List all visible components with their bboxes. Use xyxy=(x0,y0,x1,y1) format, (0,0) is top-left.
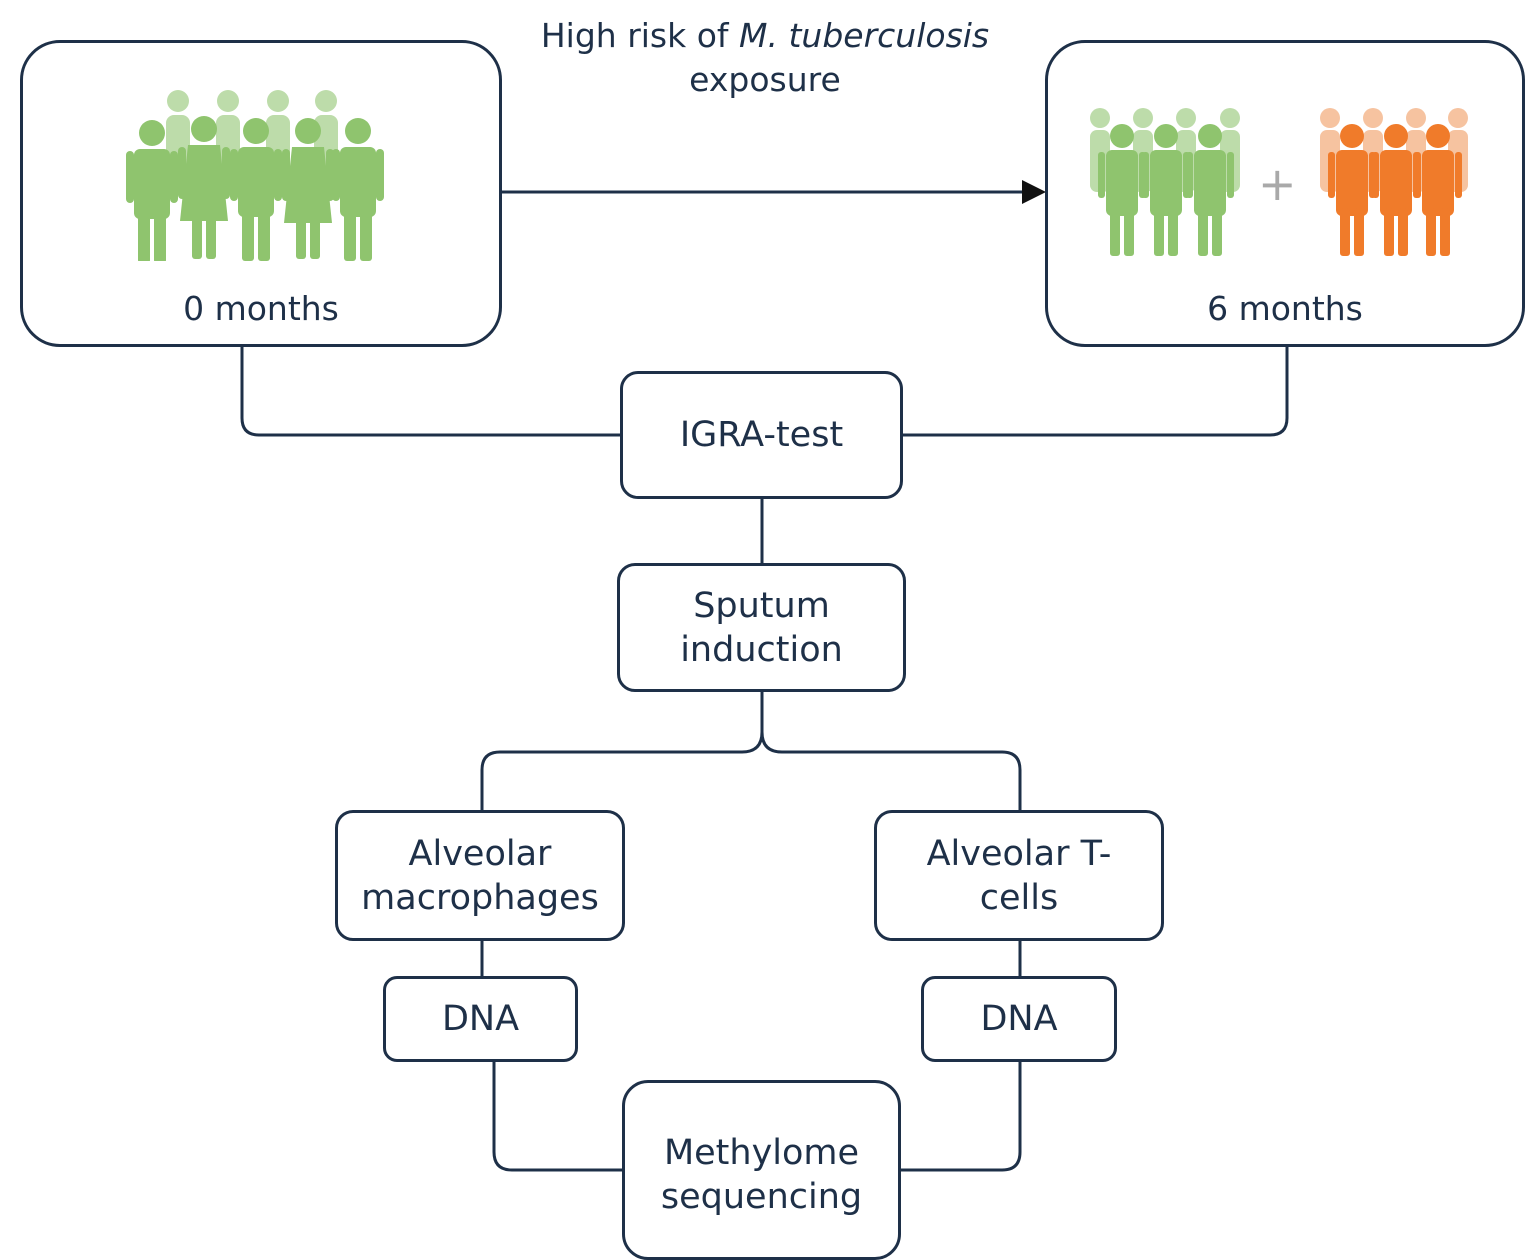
cohort-followup-box: + 6 months xyxy=(1045,40,1525,347)
sputum-label-line2: induction xyxy=(680,629,843,670)
dna-right-label: DNA xyxy=(980,999,1058,1039)
macrophages-label-line2: macrophages xyxy=(361,877,599,918)
title-text: High risk of xyxy=(540,16,740,55)
followup-label: 6 months xyxy=(1207,289,1363,328)
sputum-induction-box: Sputum induction xyxy=(617,563,906,692)
cohort-baseline-box: 0 months xyxy=(20,40,502,347)
dna-left-label: DNA xyxy=(441,999,520,1039)
methylome-sequencing-box: Methylome sequencing xyxy=(622,1080,901,1260)
plus-sign: + xyxy=(1258,157,1297,211)
dna-left-box: DNA xyxy=(383,976,578,1062)
line-end-to-igra xyxy=(902,346,1289,437)
dna-right-box: DNA xyxy=(921,976,1117,1062)
igra-test-label: IGRA-test xyxy=(679,415,844,455)
baseline-label: 0 months xyxy=(183,289,339,328)
methylome-label-line2: sequencing xyxy=(660,1177,863,1217)
line-start-to-igra xyxy=(240,346,622,437)
arrowhead-icon xyxy=(1022,180,1046,204)
alveolar-t-cells-box: Alveolar T- cells xyxy=(874,810,1164,941)
line-sputum-split xyxy=(480,690,764,812)
people-group-orange-icon xyxy=(1320,108,1468,256)
line-dna-right-to-methyl xyxy=(898,1060,1022,1172)
people-group-green-icon xyxy=(126,90,384,261)
people-group-green-icon xyxy=(1090,108,1240,256)
title-line2: exposure xyxy=(689,60,841,99)
line-dna-left-to-methyl xyxy=(492,1060,625,1172)
t-cells-label-line1: Alveolar T- xyxy=(926,833,1112,874)
diagram-title: High risk of M. tuberculosis exposure xyxy=(480,14,1050,102)
macrophages-label-line1: Alveolar xyxy=(408,833,552,874)
igra-test-box: IGRA-test xyxy=(620,371,903,499)
t-cells-label-line2: cells xyxy=(979,877,1059,918)
methylome-label-line1: Methylome xyxy=(663,1133,860,1173)
alveolar-macrophages-box: Alveolar macrophages xyxy=(335,810,625,941)
title-italic-species: M. tuberculosis xyxy=(739,16,990,55)
sputum-label-line1: Sputum xyxy=(693,585,830,626)
